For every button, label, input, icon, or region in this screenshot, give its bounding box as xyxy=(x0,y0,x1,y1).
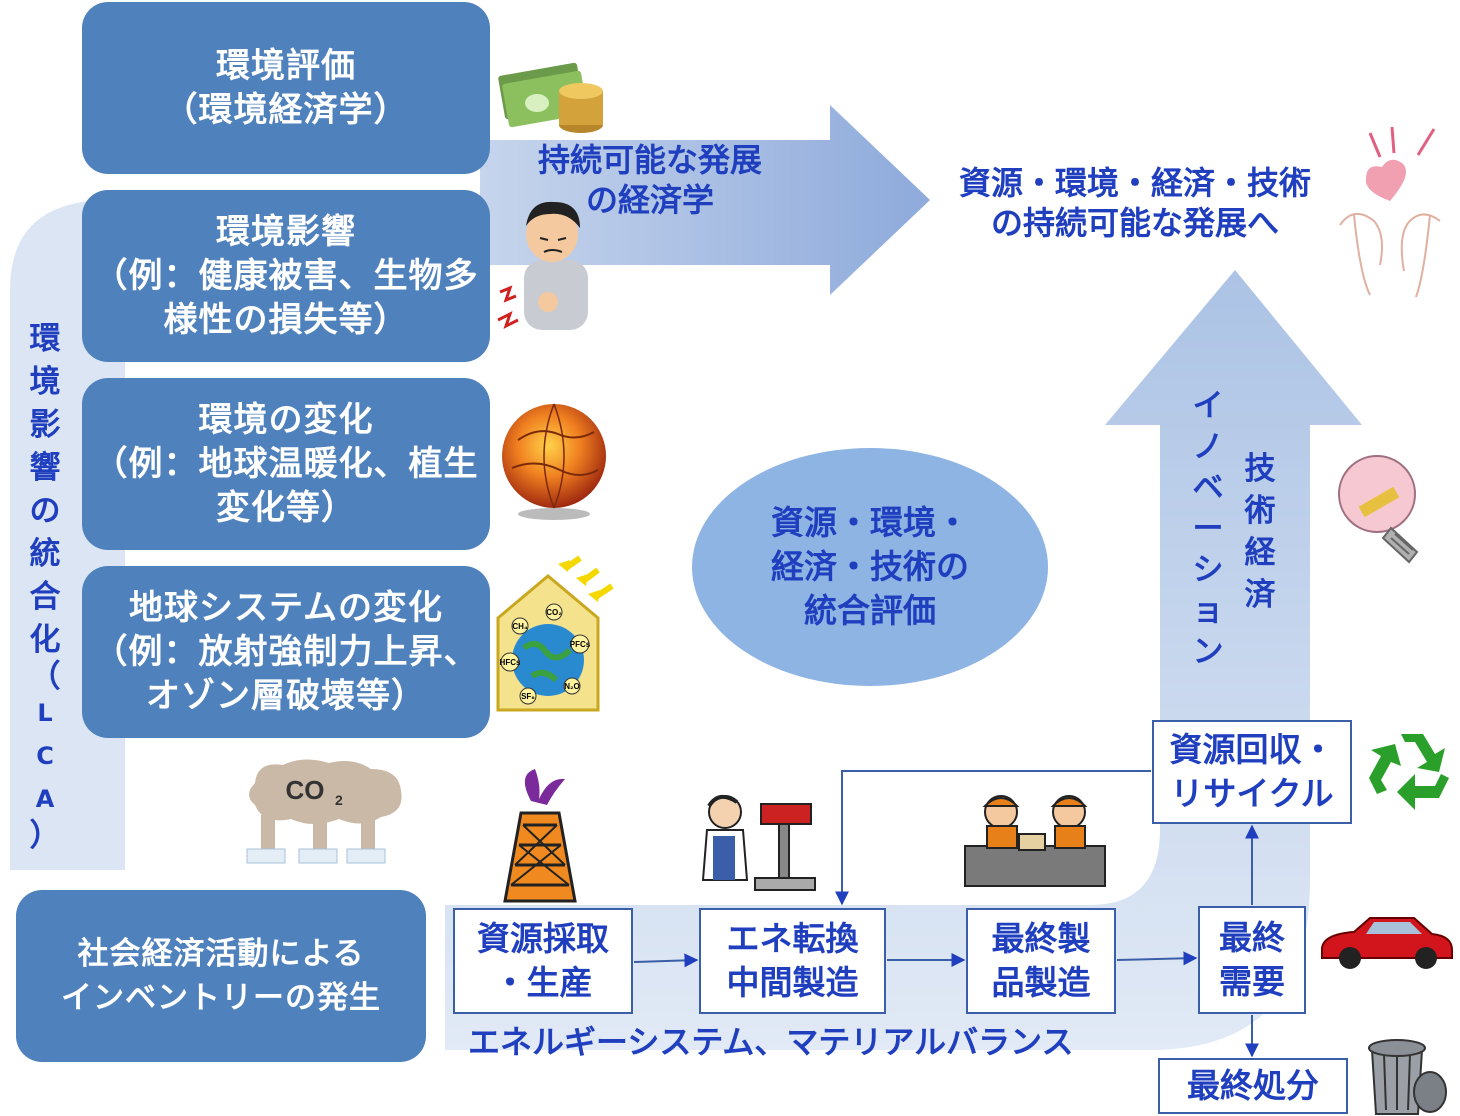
heart-hands-icon xyxy=(1339,126,1441,298)
vchar: 境 xyxy=(29,364,61,400)
box-earth-system-change: 地球システムの変化 （例：放射強制力上昇、 オゾン層破壊等） xyxy=(82,566,490,738)
step3-line2: 品製造 xyxy=(991,963,1091,1002)
step4-line2: 需要 xyxy=(1219,962,1285,1001)
vchar: 影 xyxy=(29,407,61,443)
box3-line3: 変化等） xyxy=(216,488,356,528)
vchar: （ xyxy=(29,659,61,695)
step2-line2: 中間製造 xyxy=(726,963,859,1002)
vchar: ） xyxy=(29,818,61,854)
vchar: C xyxy=(36,742,54,770)
vchar: シ xyxy=(1192,552,1224,588)
box3-line2: （例：地球温暖化、植生 xyxy=(93,444,479,484)
vchar: 環 xyxy=(29,321,61,357)
vchar: A xyxy=(35,785,55,813)
top-arrow-label-line2: の経済学 xyxy=(585,181,714,219)
greenhouse-gas-icon: CO₂ CH₄ PFCs HFCs N₂O SF₆ xyxy=(496,555,614,712)
co2-subscript: 2 xyxy=(335,792,343,808)
flow-final-disposal: 最終処分 xyxy=(1158,1058,1348,1114)
oil-rig-icon xyxy=(503,769,577,903)
step1-line1: 資源採取 xyxy=(477,919,609,958)
vchar: ベ xyxy=(1192,470,1224,506)
vchar: ョ xyxy=(1192,593,1224,629)
flow-step-energy-conversion: エネ転換 中間製造 xyxy=(699,908,886,1014)
box-environmental-impact: 環境影響 （例：健康被害、生物多 様性の損失等） xyxy=(82,190,490,362)
box-inventory-generation: 社会経済活動による インベントリーの発生 xyxy=(16,890,426,1062)
top-arrow-label: 持続可能な発展 の経済学 xyxy=(500,140,800,220)
vertical-tech-economics-label: 技 術 経 済 xyxy=(1240,448,1280,616)
goal-text-line2: の持続可能な発展へ xyxy=(990,204,1279,242)
flow-step-final-product: 最終製 品製造 xyxy=(966,908,1116,1014)
box4-line2: （例：放射強制力上昇、 xyxy=(93,632,479,672)
arrow-step3-step4 xyxy=(1116,951,1198,966)
vchar: の xyxy=(29,493,61,529)
box2-line3: 様性の損失等） xyxy=(163,300,409,340)
vchar: 合 xyxy=(29,579,61,615)
trash-can-icon xyxy=(1368,1039,1447,1115)
vchar: イ xyxy=(1192,388,1224,424)
step2-line1: エネ転換 xyxy=(726,919,859,958)
flow-step-final-demand: 最終 需要 xyxy=(1198,906,1306,1014)
arrow-recycle-feedback xyxy=(835,770,1151,906)
vchar: 経 xyxy=(1244,535,1276,571)
ellipse-line2: 経済・技術の xyxy=(771,547,969,586)
recycle-icon xyxy=(1369,734,1449,810)
box4-line1: 地球システムの変化 xyxy=(129,588,443,628)
vchar: 統 xyxy=(29,536,61,572)
goal-text: 資源・環境・経済・技術 の持続可能な発展へ xyxy=(930,163,1340,243)
assembly-workers-icon xyxy=(964,795,1106,887)
ellipse-line3: 統合評価 xyxy=(804,591,936,630)
vchar: 化 xyxy=(29,622,61,658)
ellipse-line1: 資源・環境・ xyxy=(771,503,969,542)
box-environmental-evaluation: 環境評価 （環境経済学） xyxy=(82,2,490,174)
box4-line3: オゾン層破壊等） xyxy=(146,676,426,716)
box2-line2: （例：健康被害、生物多 xyxy=(93,256,479,296)
vertical-innovation-label: イ ノ ベ ー シ ョ ン xyxy=(1188,386,1228,673)
vchar: 術 xyxy=(1244,493,1276,529)
vchar: ノ xyxy=(1192,429,1224,465)
co2-label: CO xyxy=(286,775,325,805)
vchar: 済 xyxy=(1244,577,1276,613)
vertical-lca-label: 環 境 影 響 の 統 合 化 （ L C A ） xyxy=(22,318,68,854)
bottom-box-line1: 社会経済活動による xyxy=(77,936,365,972)
gas-pfcs: PFCs xyxy=(570,640,591,649)
gas-ch4: CH₄ xyxy=(512,622,528,631)
factory-worker-icon xyxy=(701,794,816,891)
flow-step-resource-extraction: 資源採取 ・生産 xyxy=(453,908,633,1014)
box1-line2: （環境経済学） xyxy=(163,90,409,130)
flow-caption: エネルギーシステム、マテリアルバランス xyxy=(468,1023,1074,1061)
sick-person-icon xyxy=(497,201,588,330)
step4-line1: 最終 xyxy=(1219,918,1285,957)
car-icon xyxy=(1321,917,1453,969)
vchar: L xyxy=(37,699,53,727)
box3-line1: 環境の変化 xyxy=(198,400,374,440)
top-arrow-label-line1: 持続可能な発展 xyxy=(537,141,762,179)
gas-n2o: N₂O xyxy=(564,682,580,691)
goal-text-line1: 資源・環境・経済・技術 xyxy=(958,164,1311,202)
bottom-box-line2: インベントリーの発生 xyxy=(61,980,381,1016)
warming-globe-icon xyxy=(502,403,606,520)
box2-line1: 環境影響 xyxy=(216,212,356,252)
light-bulb-icon xyxy=(1338,455,1419,564)
step1-line2: ・生産 xyxy=(493,963,593,1002)
vchar: 技 xyxy=(1244,451,1276,487)
recycle-line1: 資源回収・ xyxy=(1169,730,1335,769)
gas-sf6: SF₆ xyxy=(521,692,535,701)
arrow-step1-step2 xyxy=(633,953,699,968)
integrated-evaluation-ellipse: 資源・環境・ 経済・技術の 統合評価 xyxy=(692,448,1048,686)
disposal-label: 最終処分 xyxy=(1187,1066,1319,1105)
box1-line1: 環境評価 xyxy=(216,46,356,86)
co2-factory-icon: CO 2 xyxy=(246,759,402,864)
vchar: 響 xyxy=(29,450,61,486)
vchar: ー xyxy=(1192,511,1224,547)
recycle-line2: リサイクル xyxy=(1170,774,1334,813)
top-arrow xyxy=(480,105,930,295)
box-environmental-change: 環境の変化 （例：地球温暖化、植生 変化等） xyxy=(82,378,490,550)
gas-co2: CO₂ xyxy=(546,608,562,617)
flow-recycle-box: 資源回収・ リサイクル xyxy=(1152,720,1352,824)
gas-hfcs: HFCs xyxy=(500,658,521,667)
step3-line1: 最終製 xyxy=(991,919,1091,958)
money-icon xyxy=(498,62,603,133)
vchar: ン xyxy=(1192,634,1224,670)
